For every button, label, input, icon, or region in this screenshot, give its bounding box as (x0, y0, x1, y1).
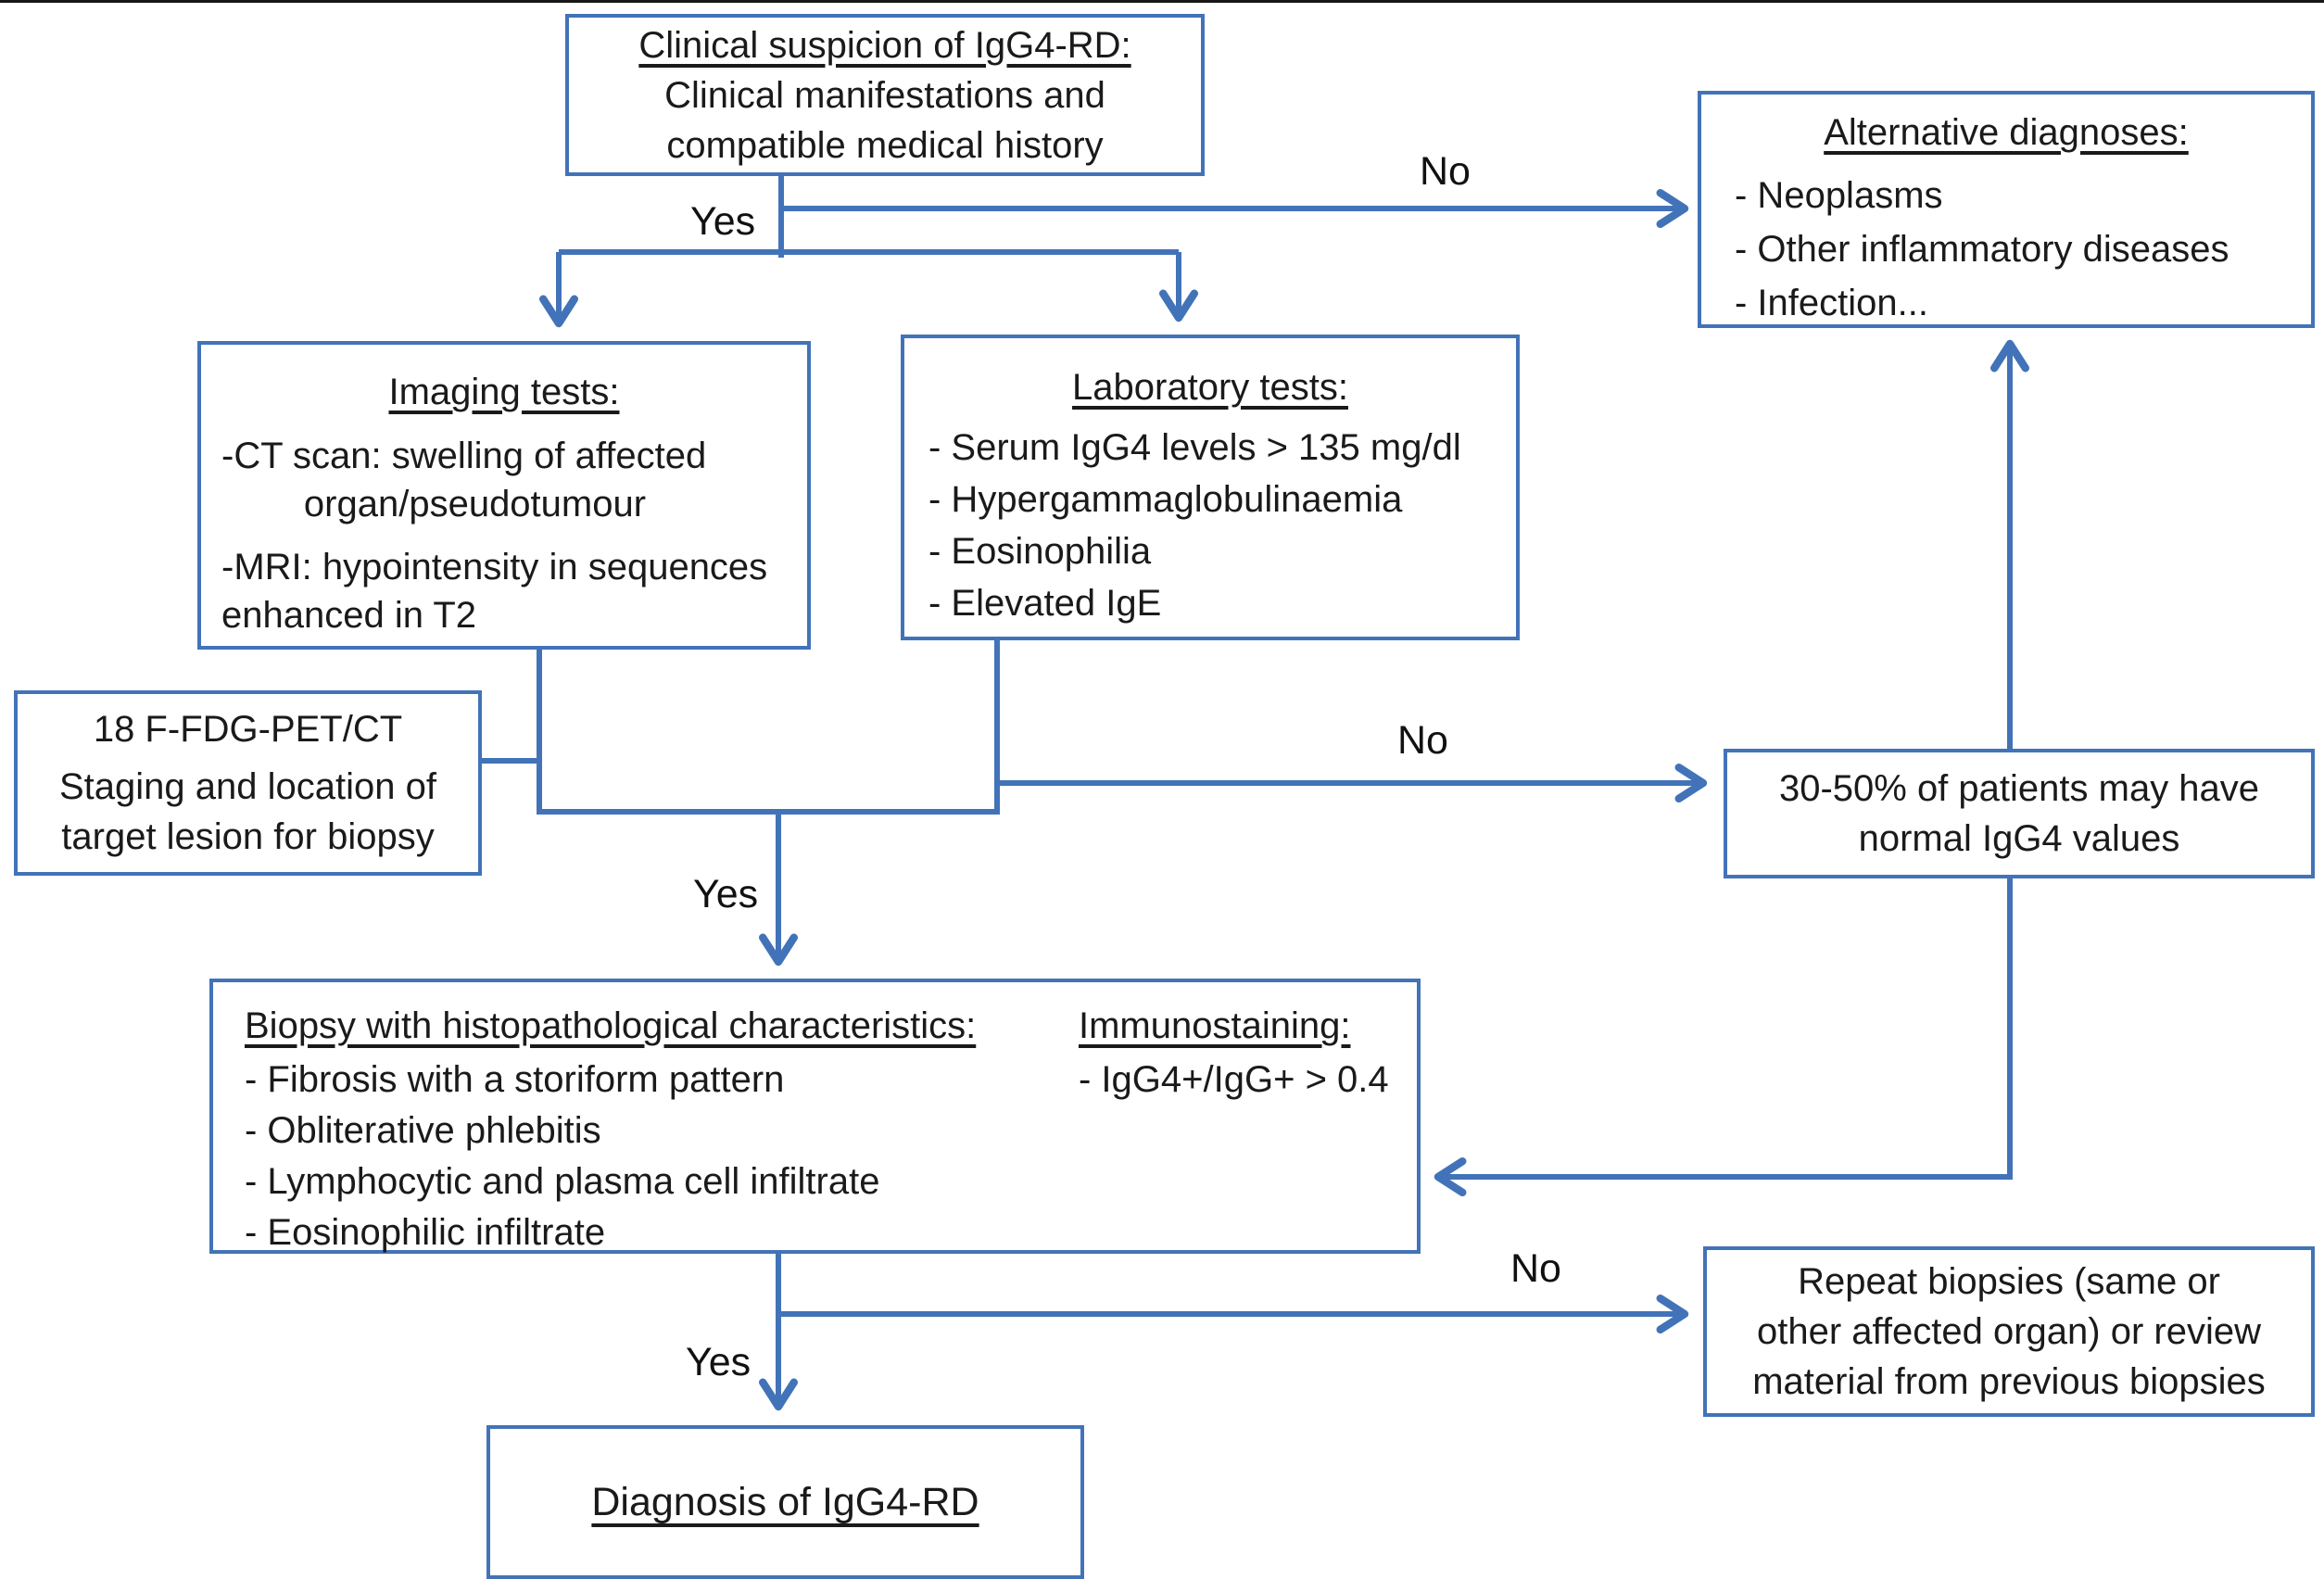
laboratory-item-elevated-ige: - Elevated IgE (928, 583, 1162, 624)
pet-ct-title: 18 F-FDG-PET/CT (93, 709, 403, 750)
branch-label-yes-bottom: Yes (686, 1340, 752, 1384)
clinical-suspicion-body: Clinical manifestations and compatible m… (664, 74, 1105, 166)
imaging-tests-title: Imaging tests: (388, 372, 620, 412)
laboratory-item-hypergammaglobulinaemia: - Hypergammaglobulinaemia (928, 479, 1403, 520)
biopsy-item-eosinophilic: - Eosinophilic infiltrate (245, 1212, 606, 1253)
immunostaining-item-ratio: - IgG4+/IgG+ > 0.4 (1079, 1059, 1389, 1100)
alternative-diagnoses-box: Alternative diagnoses: - Neoplasms - Oth… (1698, 91, 2315, 328)
connector-return-into-biopsy (1434, 877, 2013, 1196)
branch-label-no-bottom: No (1510, 1246, 1561, 1291)
biopsy-box: Biopsy with histopathological characteri… (209, 979, 1421, 1254)
imaging-item-mri: -MRI: hypointensity in sequences enhance… (221, 547, 768, 636)
biopsy-item-phlebitis: - Obliterative phlebitis (245, 1110, 601, 1151)
repeat-biopsies-box: Repeat biopsies (same or other affected … (1703, 1246, 2315, 1417)
alternative-diagnoses-title: Alternative diagnoses: (1824, 112, 2189, 153)
laboratory-tests-box: Laboratory tests: - Serum IgG4 levels > … (901, 335, 1520, 640)
clinical-suspicion-title: Clinical suspicion of IgG4-RD: (638, 24, 1131, 66)
pet-ct-box: 18 F-FDG-PET/CT Staging and location of … (14, 690, 482, 876)
clinical-suspicion-box: Clinical suspicion of IgG4-RD: Clinical … (565, 14, 1205, 176)
connectors-layer (479, 172, 2029, 1411)
diagnosis-box: Diagnosis of IgG4-RD (486, 1425, 1084, 1579)
diagnosis-title: Diagnosis of IgG4-RD (591, 1480, 979, 1524)
pet-ct-body: Staging and location of target lesion fo… (59, 766, 436, 857)
normal-igg4-box: 30-50% of patients may have normal IgG4 … (1724, 749, 2315, 878)
branch-label-no-mid: No (1397, 718, 1448, 763)
alternative-item-inflammatory: - Other inflammatory diseases (1735, 229, 2229, 270)
branch-label-yes-mid: Yes (693, 872, 759, 916)
laboratory-item-eosinophilia: - Eosinophilia (928, 531, 1152, 572)
branch-label-no-top: No (1420, 149, 1471, 194)
normal-igg4-body: 30-50% of patients may have normal IgG4 … (1778, 768, 2260, 859)
alternative-item-infection: - Infection... (1735, 283, 1928, 323)
imaging-item-ct: -CT scan: swelling of affected organ/pse… (221, 436, 707, 524)
repeat-biopsies-body: Repeat biopsies (same or other affected … (1752, 1261, 2266, 1402)
alternative-item-neoplasms: - Neoplasms (1735, 175, 1943, 216)
laboratory-tests-title: Laboratory tests: (1072, 367, 1348, 408)
laboratory-item-igg4-level: - Serum IgG4 levels > 135 mg/dl (928, 427, 1461, 468)
immunostaining-title: Immunostaining: (1079, 1005, 1351, 1046)
biopsy-item-fibrosis: - Fibrosis with a storiform pattern (245, 1059, 785, 1100)
biopsy-item-lymphocytic: - Lymphocytic and plasma cell infiltrate (245, 1161, 880, 1202)
biopsy-title: Biopsy with histopathological characteri… (245, 1005, 977, 1046)
branch-label-yes-top: Yes (690, 199, 756, 244)
imaging-tests-box: Imaging tests: -CT scan: swelling of aff… (197, 341, 811, 650)
